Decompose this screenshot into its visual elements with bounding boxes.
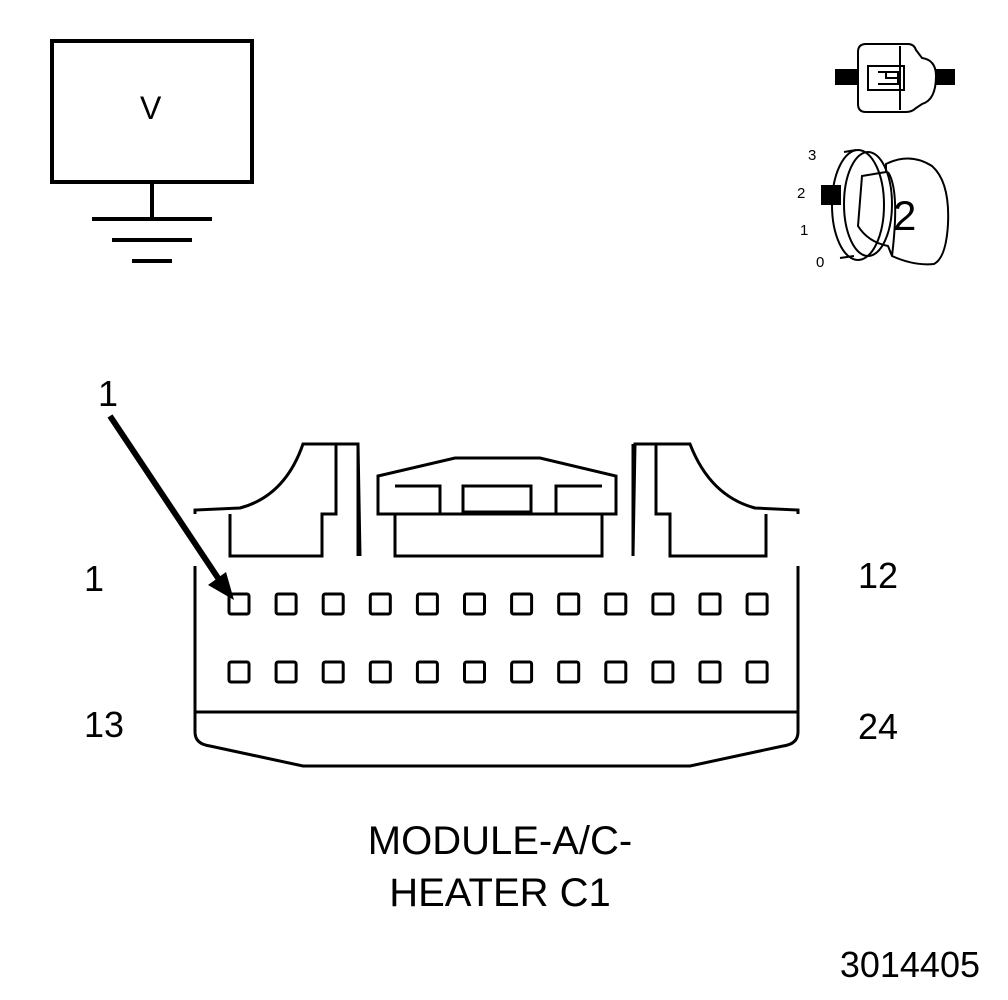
terminal-22 bbox=[651, 660, 675, 684]
pin-label-top-right: 12 bbox=[858, 555, 899, 596]
terminal-17 bbox=[415, 660, 439, 684]
pin-label-top-left: 1 bbox=[84, 558, 105, 599]
pin-label-bottom-right: 24 bbox=[858, 706, 899, 747]
ignition-switch-icon bbox=[821, 149, 950, 266]
terminal-11 bbox=[698, 592, 722, 616]
voltmeter-symbol: V bbox=[140, 90, 162, 126]
connector-terminals bbox=[227, 592, 769, 684]
terminal-8 bbox=[557, 592, 581, 616]
connector-face bbox=[193, 442, 800, 768]
terminal-15 bbox=[321, 660, 345, 684]
ignition-position-2: 2 bbox=[797, 185, 806, 202]
terminal-10 bbox=[651, 592, 675, 616]
caption-line-2: HEATER C1 bbox=[389, 871, 611, 915]
ignition-key-position: 2 bbox=[893, 192, 917, 239]
pin-pointer-arrow bbox=[107, 414, 234, 600]
terminal-19 bbox=[510, 660, 534, 684]
terminal-2 bbox=[274, 592, 298, 616]
ignition-position-1: 1 bbox=[800, 222, 809, 239]
terminal-14 bbox=[274, 660, 298, 684]
ignition-position-3: 3 bbox=[808, 147, 817, 164]
connector-plug-icon bbox=[835, 43, 955, 113]
terminal-21 bbox=[604, 660, 628, 684]
voltmeter-icon bbox=[50, 39, 254, 263]
terminal-3 bbox=[321, 592, 345, 616]
terminal-1 bbox=[227, 592, 251, 616]
terminal-24 bbox=[745, 660, 769, 684]
terminal-13 bbox=[227, 660, 251, 684]
pin-label-bottom-left: 13 bbox=[84, 704, 125, 745]
terminal-23 bbox=[698, 660, 722, 684]
terminal-20 bbox=[557, 660, 581, 684]
terminal-6 bbox=[463, 592, 486, 616]
terminal-9 bbox=[604, 592, 628, 616]
terminal-7 bbox=[510, 592, 534, 616]
terminal-5 bbox=[415, 592, 439, 616]
figure-number: 3014405 bbox=[839, 944, 980, 985]
terminal-12 bbox=[745, 592, 769, 616]
connector-caption: MODULE-A/C- HEATER C1 bbox=[0, 815, 1000, 919]
pointer-label: 1 bbox=[98, 373, 119, 414]
terminal-16 bbox=[368, 660, 392, 684]
terminal-4 bbox=[368, 592, 392, 616]
caption-line-1: MODULE-A/C- bbox=[367, 819, 633, 863]
ignition-position-0: 0 bbox=[816, 254, 825, 271]
terminal-18 bbox=[463, 660, 486, 684]
